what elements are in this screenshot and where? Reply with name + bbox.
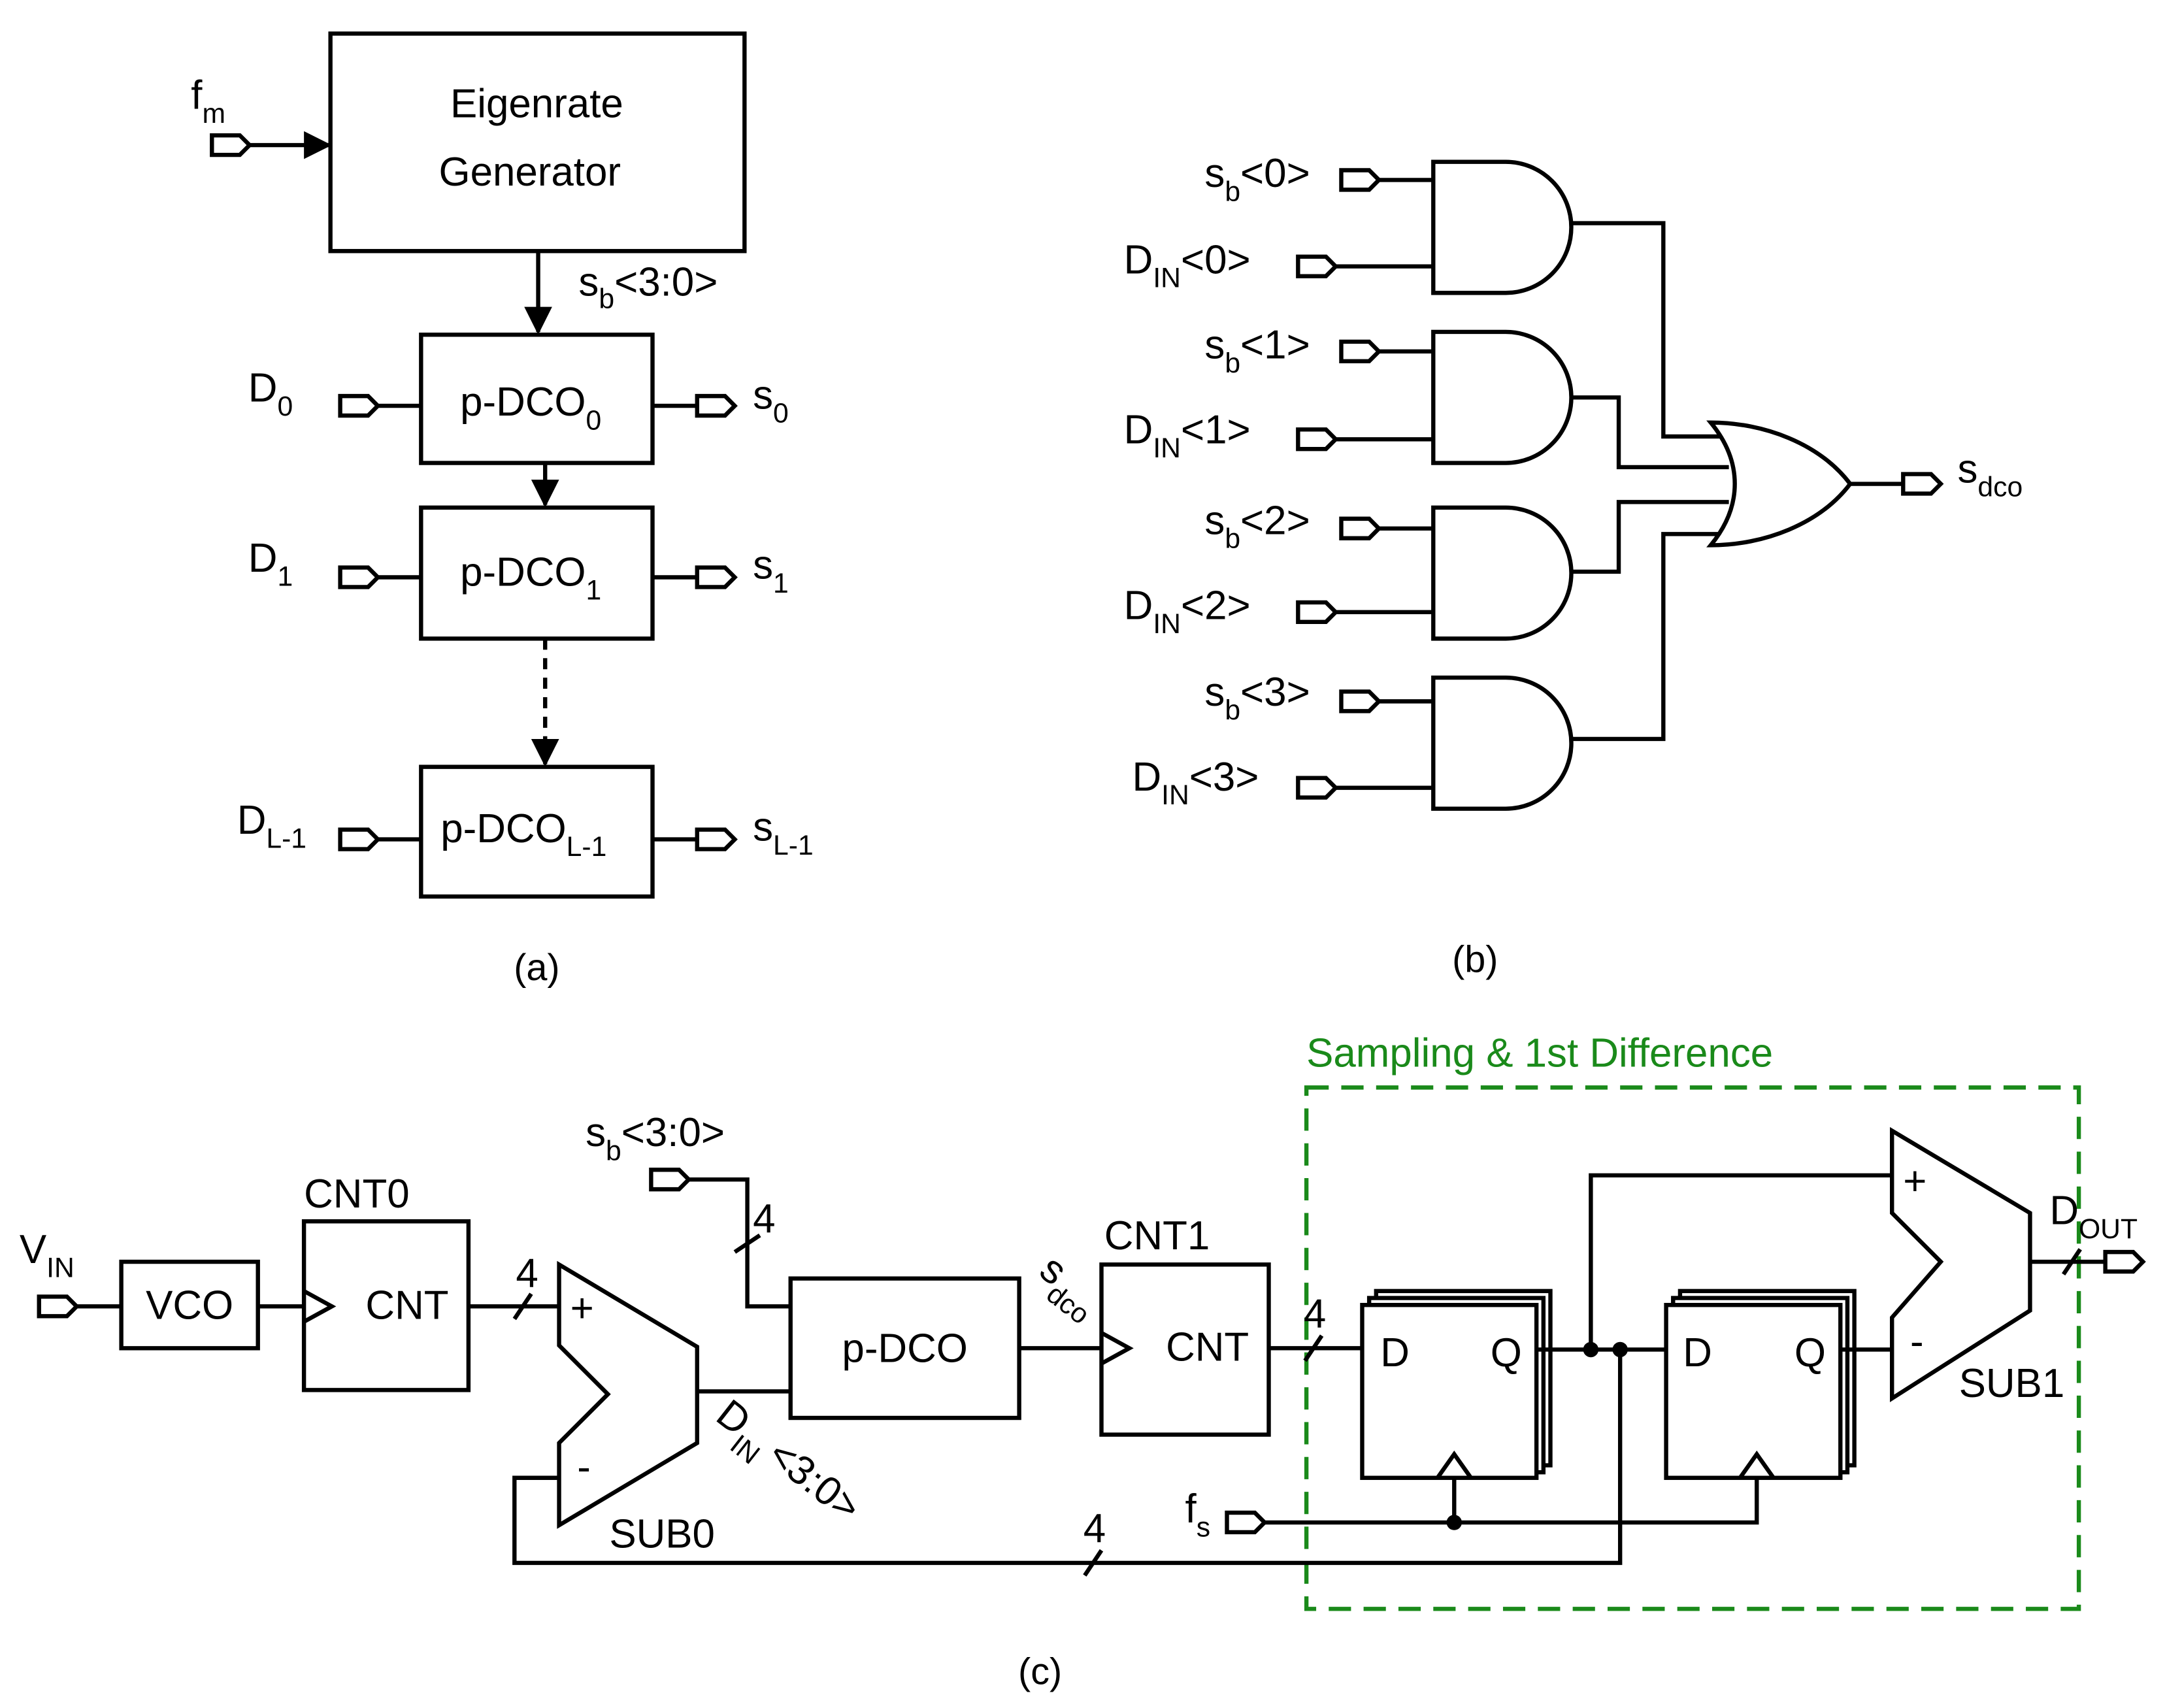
vco-label: VCO [146, 1283, 233, 1328]
dL-port [338, 827, 381, 851]
fm-label: fm [191, 73, 225, 129]
din1-label: DIN<1> [1124, 408, 1251, 464]
cnt1-body: CNT [1166, 1325, 1249, 1370]
pdco-label: p-DCO [842, 1326, 967, 1371]
cnt0-body: CNT [365, 1283, 448, 1328]
bus-width-1: 4 [516, 1251, 538, 1296]
fs-port [1225, 1510, 1268, 1535]
panel-a: fm Eigenrate Generator sb<3:0> p-DCO0 D0… [191, 31, 814, 989]
ff2-d: D [1683, 1330, 1712, 1375]
ff1-q: Q [1491, 1330, 1522, 1375]
dL-label: DL-1 [237, 798, 306, 854]
and-gate-0 [1431, 159, 1574, 295]
sub1-minus: - [1910, 1319, 1924, 1364]
or-gate [1706, 420, 1853, 548]
sb0-label: sb<0> [1204, 151, 1310, 207]
caption-b: (b) [1452, 938, 1498, 980]
caption-c: (c) [1018, 1651, 1062, 1693]
caption-a: (a) [514, 947, 559, 989]
cnt1-box [1099, 1262, 1271, 1437]
sub0-name: SUB0 [609, 1511, 715, 1556]
sdco-label: sdco [1957, 446, 2023, 502]
sub1-plus: + [1903, 1159, 1926, 1204]
ff2-box [1664, 1303, 1843, 1480]
sb-bus-label: sb<3:0> [578, 260, 718, 315]
panel-b: sb<0> DIN<0> sb<1> DIN<1> sb<2> DIN<2> s… [1124, 151, 2023, 980]
pdcoL-box [419, 764, 655, 899]
s0-port [695, 393, 738, 418]
bus-width-3: 4 [1304, 1291, 1326, 1336]
eigenrate-generator-box [328, 31, 747, 254]
sub0-block [557, 1260, 699, 1529]
dout-port [2103, 1249, 2146, 1274]
cnt0-name: CNT0 [304, 1172, 410, 1217]
d1-port [338, 565, 381, 589]
ff1-box [1360, 1303, 1539, 1480]
d0-label: D0 [248, 366, 293, 422]
d0-port [338, 393, 381, 418]
cnt1-name: CNT1 [1104, 1213, 1210, 1258]
pdcoL-label: p-DCOL-1 [440, 806, 606, 862]
sb2-label: sb<2> [1204, 498, 1310, 554]
sb-bus-label-c: sb<3:0> [586, 1110, 725, 1166]
s1-label: s1 [753, 543, 789, 599]
sb1-label: sb<1> [1204, 323, 1310, 379]
pdco0-box [419, 333, 655, 465]
d1-label: D1 [248, 536, 293, 592]
eigenrate-line2: Generator [438, 150, 621, 195]
vco-box [119, 1259, 260, 1351]
pdco0-label: p-DCO0 [460, 380, 601, 436]
sub0-plus: + [570, 1286, 594, 1331]
pdco1-label: p-DCO1 [460, 550, 601, 606]
sub1-block [1890, 1126, 2032, 1402]
and-gate-1 [1431, 329, 1574, 465]
sb3-label: sb<3> [1204, 670, 1310, 726]
bus-width-4: 4 [1083, 1506, 1106, 1551]
and-gate-2 [1431, 505, 1574, 641]
s1-port [695, 565, 738, 589]
eigenrate-line1: Eigenrate [450, 81, 623, 126]
bus-width-2: 4 [753, 1196, 775, 1241]
sub0-minus: - [577, 1445, 591, 1490]
fs-label: fs [1185, 1486, 1211, 1543]
pdco1-box [419, 505, 655, 641]
sub1-name: SUB1 [1959, 1361, 2065, 1406]
vin-port [37, 1294, 80, 1319]
sL-port [695, 827, 738, 851]
ff1-d: D [1380, 1330, 1410, 1375]
junction-3 [1446, 1515, 1463, 1530]
junction-2 [1612, 1341, 1628, 1358]
and-gate-3 [1431, 675, 1574, 811]
ff2-q: Q [1794, 1330, 1826, 1375]
s0-label: s0 [753, 372, 789, 429]
din3-label: DIN<3> [1132, 755, 1259, 811]
panel-c: Sampling & 1st Difference VIN VCO CNT0 C… [20, 1030, 2146, 1693]
sampling-group-label: Sampling & 1st Difference [1306, 1030, 1773, 1076]
din2-label: DIN<2> [1124, 583, 1251, 639]
sb-port-c [649, 1168, 692, 1192]
dout-label: DOUT [2049, 1188, 2138, 1244]
sL-label: sL-1 [753, 805, 814, 861]
din0-label: DIN<0> [1124, 237, 1251, 293]
sdco-label-c: sdco [1025, 1246, 1111, 1330]
fm-input-port [210, 133, 253, 157]
vin-label: VIN [20, 1227, 74, 1283]
sdco-port [1901, 472, 1944, 496]
